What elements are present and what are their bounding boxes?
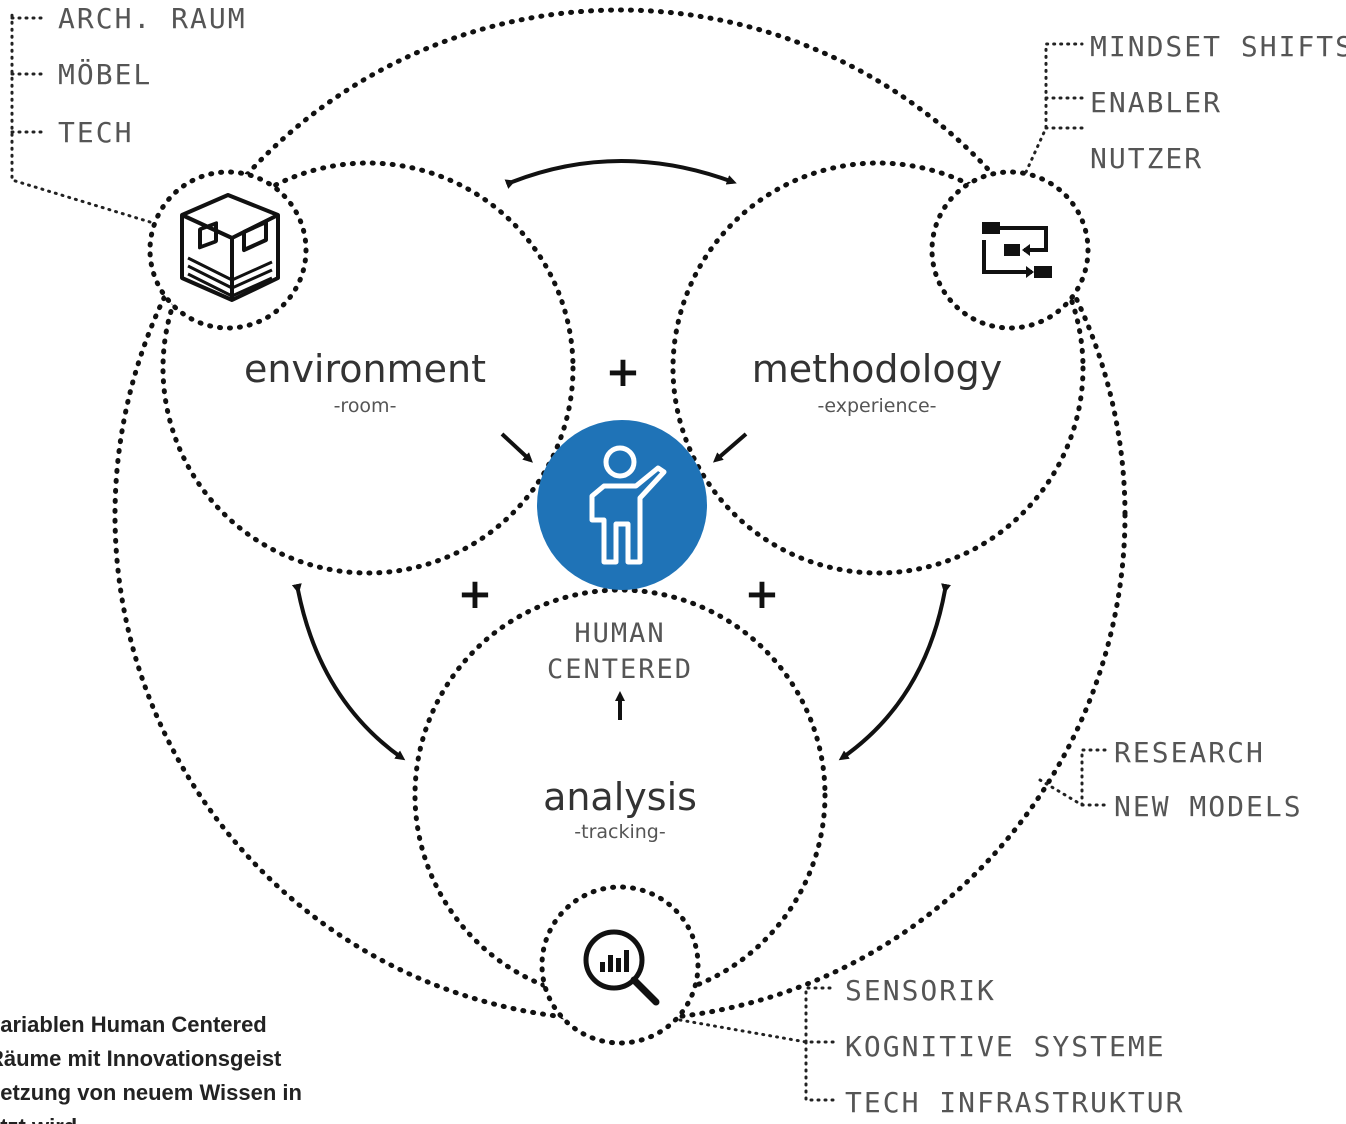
human-label: HUMAN bbox=[574, 618, 665, 649]
tag-new-models: NEW MODELS bbox=[1114, 790, 1303, 823]
person-pointing-icon bbox=[589, 445, 667, 565]
tag-tech: TECH bbox=[58, 116, 133, 149]
plus-right: + bbox=[744, 569, 779, 618]
caption-text: variablen Human Centered Räume mit Innov… bbox=[0, 1008, 420, 1124]
leader-bottom bbox=[678, 986, 838, 1102]
leader-right bbox=[1038, 748, 1110, 807]
center-circle bbox=[537, 420, 707, 590]
arrow-in-right bbox=[712, 432, 748, 463]
caption-line: Räume mit Innovationsgeist bbox=[0, 1046, 282, 1071]
methodology-subtitle: -experience- bbox=[817, 395, 936, 417]
analysis-title: analysis bbox=[543, 775, 697, 819]
caption-line: variablen Human Centered bbox=[0, 1012, 267, 1037]
environment-title: environment bbox=[244, 347, 486, 391]
plus-left: + bbox=[457, 569, 492, 618]
arrow-method-analysis bbox=[838, 583, 951, 761]
arrow-in-left bbox=[500, 432, 533, 463]
tag-research: RESEARCH bbox=[1114, 736, 1265, 769]
caption-line: setzung von neuem Wissen in bbox=[0, 1080, 302, 1105]
tag-tech-infrastruktur: TECH INFRASTRUKTUR bbox=[845, 1086, 1184, 1119]
room-cube-icon bbox=[180, 193, 280, 302]
tag-moebel: MÖBEL bbox=[58, 57, 152, 91]
tag-sensorik: SENSORIK bbox=[845, 974, 996, 1007]
methodology-title: methodology bbox=[752, 347, 1002, 391]
arrow-env-analysis bbox=[291, 583, 406, 761]
tag-enabler: ENABLER bbox=[1090, 86, 1222, 119]
tag-arch-raum: ARCH. RAUM bbox=[58, 2, 247, 35]
leader-top-left bbox=[10, 10, 152, 224]
tag-kognitive-systeme: KOGNITIVE SYSTEME bbox=[845, 1030, 1166, 1063]
environment-circle bbox=[160, 160, 576, 576]
magnifier-chart-icon bbox=[583, 929, 660, 1006]
methodology-circle bbox=[670, 160, 1086, 576]
environment-subtitle: -room- bbox=[334, 395, 397, 417]
tag-mindset-shifts: MINDSET SHIFTS bbox=[1090, 30, 1346, 63]
centered-label: CENTERED bbox=[547, 654, 693, 685]
arrow-env-method bbox=[504, 159, 737, 189]
process-flow-icon bbox=[982, 222, 1052, 278]
caption-line: etzt wird. bbox=[0, 1110, 420, 1124]
tag-nutzer: NUTZER bbox=[1090, 142, 1203, 175]
plus-top: + bbox=[605, 347, 640, 396]
leader-top-right bbox=[1024, 42, 1084, 174]
leader-top-left-ticks bbox=[10, 16, 46, 134]
analysis-subtitle: -tracking- bbox=[574, 821, 665, 843]
